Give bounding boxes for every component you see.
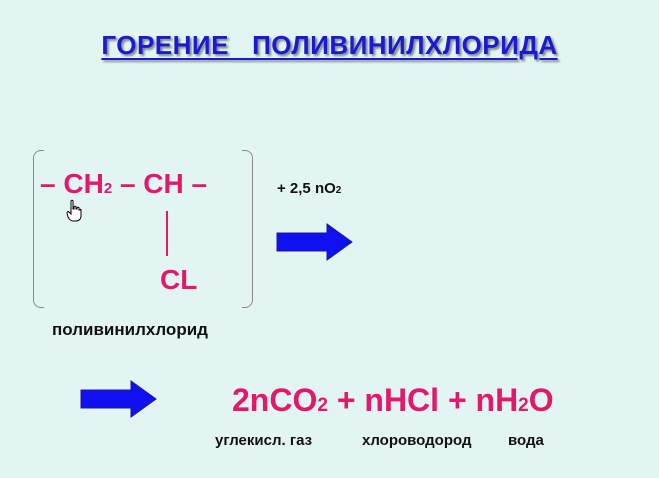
ch2-subscript: 2	[103, 180, 113, 197]
co2-product: 2nCO	[232, 382, 318, 418]
co2-subscript: 2	[317, 395, 328, 416]
h2o-subscript: 2	[518, 395, 529, 416]
co2-label: углекисл. газ	[215, 432, 313, 449]
hcl-label: хлороводород	[362, 432, 472, 449]
left-bracket	[33, 150, 44, 308]
oxygen-reagent-text: + 2,5 nO	[277, 180, 336, 197]
plus-sign: +	[336, 382, 356, 418]
oxygen-subscript: 2	[335, 185, 342, 196]
hcl-product: nHCl	[364, 382, 440, 418]
hand-cursor-icon	[66, 199, 82, 222]
vertical-bond	[166, 211, 168, 256]
slide-title: ГОРЕНИЕ ПОЛИВИНИЛХЛОРИДА	[101, 30, 558, 60]
bond-dash-left: –	[40, 168, 56, 199]
reaction-arrow-icon	[276, 223, 353, 261]
polymer-chain-formula: – CH2 – CH –	[40, 168, 207, 200]
h2o-product-h: nH	[475, 382, 519, 418]
polymer-caption: поливинилхлорид	[52, 320, 208, 339]
right-bracket	[242, 150, 253, 308]
oxygen-reagent: + 2,5 nO2	[277, 180, 341, 197]
plus-sign: +	[447, 382, 467, 418]
ch-group: CH	[143, 168, 184, 199]
products-formula: 2nCO2 + nHCl + nH2O	[232, 382, 554, 419]
bond-dash-right: –	[191, 168, 208, 199]
chlorine-side-group: CL	[160, 264, 198, 295]
h2o-product-o: O	[528, 382, 554, 418]
bond-dash-middle: –	[119, 168, 136, 199]
ch2-group: CH	[63, 168, 104, 199]
h2o-label: вода	[508, 432, 544, 449]
result-arrow-icon	[80, 380, 157, 418]
